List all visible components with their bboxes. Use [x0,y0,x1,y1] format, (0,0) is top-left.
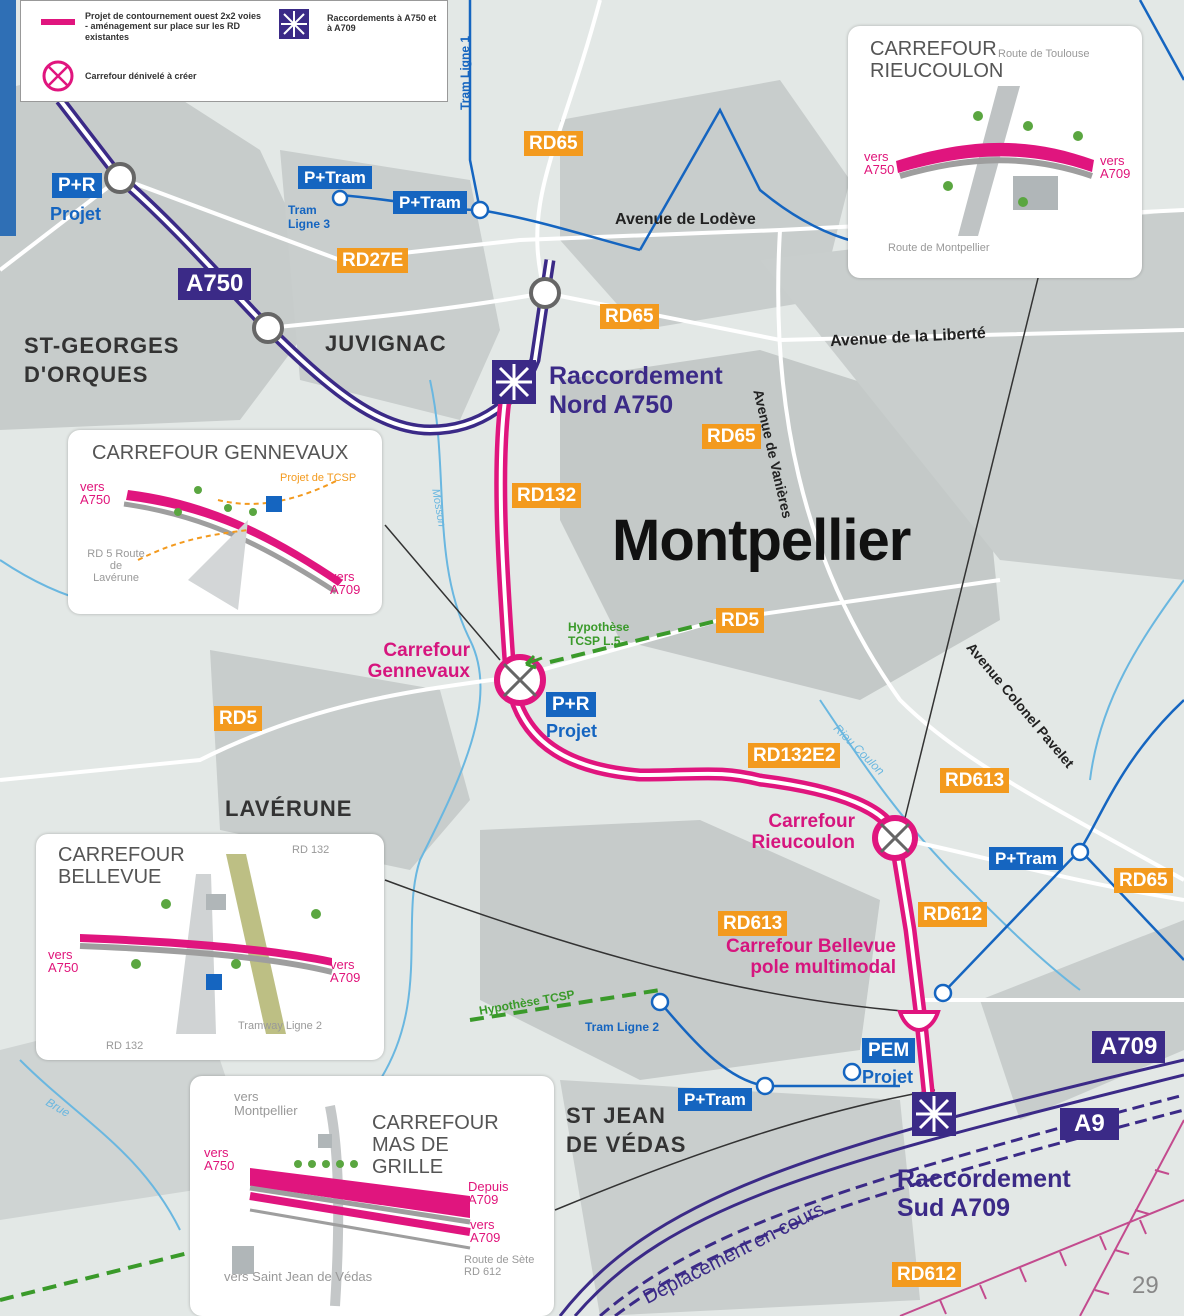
inset-rieucoulon-title: CARREFOUR RIEUCOULON [870,38,1004,82]
label-carrefour-gennevaux: Carrefour Gennevaux [367,640,470,682]
badge-rd132e2: RD132E2 [748,743,841,768]
inset-masdegrille-depuis-a709: Depuis A709 [468,1179,509,1207]
inset-rieucoulon-route-montpellier: Route de Montpellier [888,242,990,254]
legend-junction-text: Carrefour dénivelé à créer [85,71,197,81]
label-pr-projet-gennevaux: Projet [546,721,598,741]
badge-rd5-west: RD5 [214,706,263,731]
shield-a9: A9 [1060,1108,1119,1140]
legend-project-text: Projet de contournement ouest 2x2 voies … [85,11,262,42]
inset-gennevaux: CARREFOUR GENNEVAUX Projet de TCSP RD 5 … [68,430,382,614]
shield-a709: A709 [1092,1031,1166,1063]
label-pem-projet: Projet [862,1067,914,1087]
label-raccordement-nord: Raccordement Nord A750 [549,362,723,419]
inset-gennevaux-drawing [123,479,343,610]
inset-masdegrille: vers Montpellier CARREFOUR MAS DE GRILLE… [190,1076,554,1316]
badge-rd613-east: RD613 [940,768,1010,793]
legend: Projet de contournement ouest 2x2 voies … [20,0,448,102]
inset-masdegrille-vers-stjean: vers Saint Jean de Védas [224,1269,373,1284]
street-lodeve: Avenue de Lodève [615,211,756,228]
inset-masdegrille-route-sete: Route de Sète RD 612 [464,1254,535,1279]
badge-rd27e: RD27E [337,248,409,273]
badge-rd613-west: RD613 [718,911,788,936]
inset-gennevaux-vers-a709: vers A709 [330,569,361,597]
page-edge-bar [0,0,16,236]
label-tram-ligne-1: Tram Ligne 1 [458,35,472,110]
label-tram-ligne-3: Tram Ligne 3 [288,203,331,232]
badge-pr-projet-gennevaux: P+R [546,692,596,717]
inset-rieucoulon-vers-a709: vers A709 [1100,153,1131,181]
inset-masdegrille-title: CARREFOUR MAS DE GRILLE [372,1112,499,1178]
badge-rd132: RD132 [512,483,582,508]
label-carrefour-rieucoulon: Carrefour Rieucoulon [751,811,855,853]
badge-rd5-east: RD5 [716,608,765,633]
inset-rieucoulon-vers-a750: vers A750 [864,149,895,177]
place-st-jean: ST JEAN DE VÉDAS [566,1103,687,1157]
shield-a750: A750 [178,268,252,300]
inset-masdegrille-vers-a750: vers A750 [204,1145,235,1173]
inset-bellevue-drawing [79,854,333,1034]
badge-rd612-south: RD612 [892,1262,962,1287]
badge-rd65-center: RD65 [702,424,761,449]
inset-bellevue-rd132-top: RD 132 [292,844,330,856]
inset-masdegrille-vers-a709: vers A709 [470,1217,501,1245]
badge-rd65-east: RD65 [1114,868,1173,893]
legend-interchange-text: Raccordements à A750 et à A709 [327,13,437,34]
inset-bellevue-vers-a750: vers A750 [48,947,79,975]
place-juvignac: JUVIGNAC [325,331,447,356]
inset-masdegrille-drawing [232,1105,471,1307]
page-number: 29 [1132,1272,1159,1299]
inset-bellevue: CARREFOUR BELLEVUE RD 132 RD 132 Tramway… [36,834,384,1060]
inset-rieucoulon-drawing [896,86,1094,236]
label-carrefour-bellevue: Carrefour Bellevue pole multimodal [725,936,896,978]
inset-rieucoulon-route-toulouse: Route de Toulouse [998,48,1090,60]
badge-pem: PEM [862,1038,916,1063]
badge-rd612-north: RD612 [918,902,988,927]
inset-gennevaux-rd5: RD 5 Route de Lavérune [87,548,145,585]
inset-bellevue-vers-a709: vers A709 [330,957,361,985]
label-hypothese-tcsp-l5: Hypothèse TCSP L.5 [568,620,630,649]
place-laverune: LAVÉRUNE [225,796,353,821]
inset-bellevue-title: CARREFOUR BELLEVUE [58,844,185,888]
legend-symbols [41,9,309,92]
inset-masdegrille-vers-montpellier: vers Montpellier [234,1089,298,1119]
place-st-georges: ST-GEORGES D'ORQUES [24,333,180,387]
badge-rd65-liberte: RD65 [600,304,659,329]
badge-rd65-north: RD65 [524,131,583,156]
inset-gennevaux-title: CARREFOUR GENNEVAUX [92,442,349,464]
inset-bellevue-tramway: Tramway Ligne 2 [238,1020,322,1032]
badge-ptram-pavelet: P+Tram [989,847,1063,870]
inset-rieucoulon: CARREFOUR RIEUCOULON Route de Toulouse R… [848,26,1142,278]
label-raccordement-sud: Raccordement Sud A709 [897,1165,1071,1222]
inset-bellevue-rd132-bottom: RD 132 [106,1040,144,1052]
label-tram-ligne-2: Tram Ligne 2 [585,1020,660,1034]
badge-ptram-juvignac: P+Tram [298,166,372,189]
badge-ptram-stjean: P+Tram [678,1088,752,1111]
inset-gennevaux-projet-tcsp: Projet de TCSP [280,472,357,484]
badge-pr-projet-west: P+R [52,173,102,198]
label-pr-projet-west: Projet [50,204,102,224]
badge-ptram-mosson: P+Tram [393,191,467,214]
inset-gennevaux-vers-a750: vers A750 [80,479,111,507]
place-montpellier: Montpellier [612,508,911,573]
